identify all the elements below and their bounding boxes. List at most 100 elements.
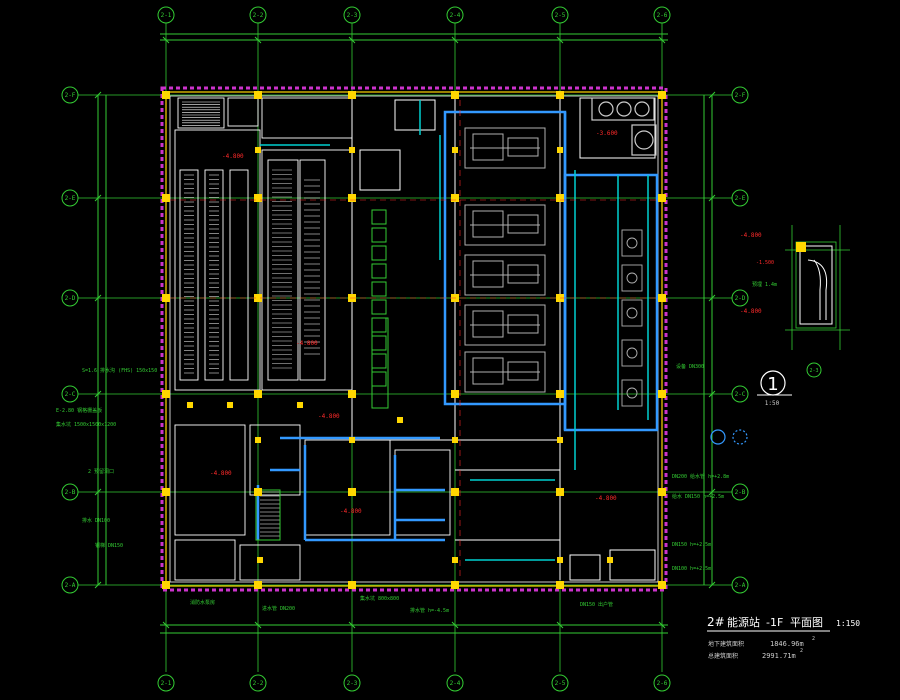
column-square [451, 194, 459, 202]
axis-bottom-2-2: 2-2 [249, 674, 267, 692]
svg-text:-4.800: -4.800 [595, 495, 617, 502]
column-square [349, 437, 355, 443]
dim-tick [708, 294, 716, 302]
chiller-unit [464, 127, 546, 169]
axis-bubble-label: 2-1 [161, 12, 172, 19]
axis-bubble-circle [731, 483, 749, 501]
chiller-unit [464, 351, 546, 393]
column-square [255, 437, 261, 443]
axis-left-2-C: 2-C [61, 385, 79, 403]
column-square [452, 557, 458, 563]
svg-text:-4.800: -4.800 [296, 340, 318, 347]
column-square [557, 147, 563, 153]
column-square [556, 194, 564, 202]
svg-text:DN100 h=+2.5m: DN100 h=+2.5m [672, 566, 711, 572]
pump-unit [621, 229, 643, 257]
dimension-text [94, 36, 716, 629]
column-square [556, 390, 564, 398]
axis-left-2-E: 2-E [61, 189, 79, 207]
title-name: 能源站 [727, 615, 760, 629]
column-square [254, 581, 262, 589]
axis-bubble-label: 2-4 [450, 680, 461, 687]
column-square [162, 581, 170, 589]
structural-columns [162, 91, 666, 589]
axis-right-2-F: 2-F [731, 86, 749, 104]
axis-bubble-label: 2-C [65, 391, 76, 398]
pump-unit [621, 379, 643, 407]
axis-bubble-label: 2-E [65, 195, 76, 202]
axis-bubble-label: 2-3 [347, 12, 358, 19]
svg-text:消防水泵房: 消防水泵房 [190, 599, 215, 606]
tank-cell [371, 317, 387, 333]
dim-tick [348, 36, 356, 44]
svg-text:-1.500: -1.500 [756, 260, 774, 266]
detail-axis-bubble: 2-3 [806, 362, 822, 378]
title-block: 2# 能源站 -1F 平面图 1:150 地下建筑面积 1846.96m 2 总… [707, 615, 860, 660]
dim-tick [708, 91, 716, 99]
axis-left-2-B: 2-B [61, 483, 79, 501]
axis-bubble-label: 2-A [65, 582, 76, 589]
axis-bubble-circle [731, 289, 749, 307]
svg-text:2 预留洞口: 2 预留洞口 [88, 468, 114, 475]
dim-tick [556, 36, 564, 44]
column-square [658, 390, 666, 398]
axis-bubble-circle [551, 6, 569, 24]
column-square [187, 402, 193, 408]
pump-units [621, 229, 643, 407]
axis-bubble-label: 2-E [735, 195, 746, 202]
chiller-unit [464, 204, 546, 246]
axis-right-2-B: 2-B [731, 483, 749, 501]
column-square [451, 488, 459, 496]
axis-bubble-circle [731, 189, 749, 207]
column-square [556, 488, 564, 496]
dim-tick [348, 621, 356, 629]
axis-bubble-label: 2-4 [450, 12, 461, 19]
column-square [349, 147, 355, 153]
tank-cell [371, 371, 387, 387]
svg-text:-4.800: -4.800 [222, 153, 244, 160]
inner-wall [169, 95, 659, 583]
axis-bubble-circle [551, 674, 569, 692]
title-type: 平面图 [790, 616, 823, 629]
axis-bubble-circle [343, 674, 361, 692]
column-square [297, 402, 303, 408]
axis-bubble-circle [446, 6, 464, 24]
column-square [348, 91, 356, 99]
blue-pipe-routes [256, 110, 659, 542]
column-square [162, 390, 170, 398]
water-tanks [255, 209, 389, 541]
left-wing-walls [174, 97, 451, 581]
column-square [254, 294, 262, 302]
chiller-compressor [472, 357, 504, 385]
dim-tick [708, 488, 716, 496]
axis-top-2-6: 2-6 [653, 6, 671, 24]
tank-cell [371, 227, 387, 243]
tank-cell [371, 281, 387, 297]
dim-tick [94, 194, 102, 202]
column-square [254, 194, 262, 202]
pump-unit [621, 299, 643, 327]
axis-bubble-label: 2-3 [347, 680, 358, 687]
column-square [607, 557, 613, 563]
column-square [254, 390, 262, 398]
column-square [451, 390, 459, 398]
column-square [557, 437, 563, 443]
axis-bubble-circle [61, 289, 79, 307]
column-square [658, 194, 666, 202]
column-square [255, 147, 261, 153]
pump-impeller [626, 387, 638, 399]
axis-bubble-label: 2-B [65, 489, 76, 496]
column-square [348, 581, 356, 589]
chiller-body [464, 127, 546, 169]
column-square [452, 147, 458, 153]
column-square [397, 417, 403, 423]
pump-unit [621, 339, 643, 367]
grid-axis-bubbles-left: 2-F2-E2-D2-C2-B2-A [61, 86, 79, 594]
axis-bubble-label: 2-6 [657, 680, 668, 687]
area-label-1: 地下建筑面积 [708, 640, 744, 648]
axis-right-2-C: 2-C [731, 385, 749, 403]
svg-text:-3.600: -3.600 [596, 130, 618, 137]
dim-tick [708, 390, 716, 398]
svg-text:预埋 1.4m: 预埋 1.4m [752, 281, 777, 288]
